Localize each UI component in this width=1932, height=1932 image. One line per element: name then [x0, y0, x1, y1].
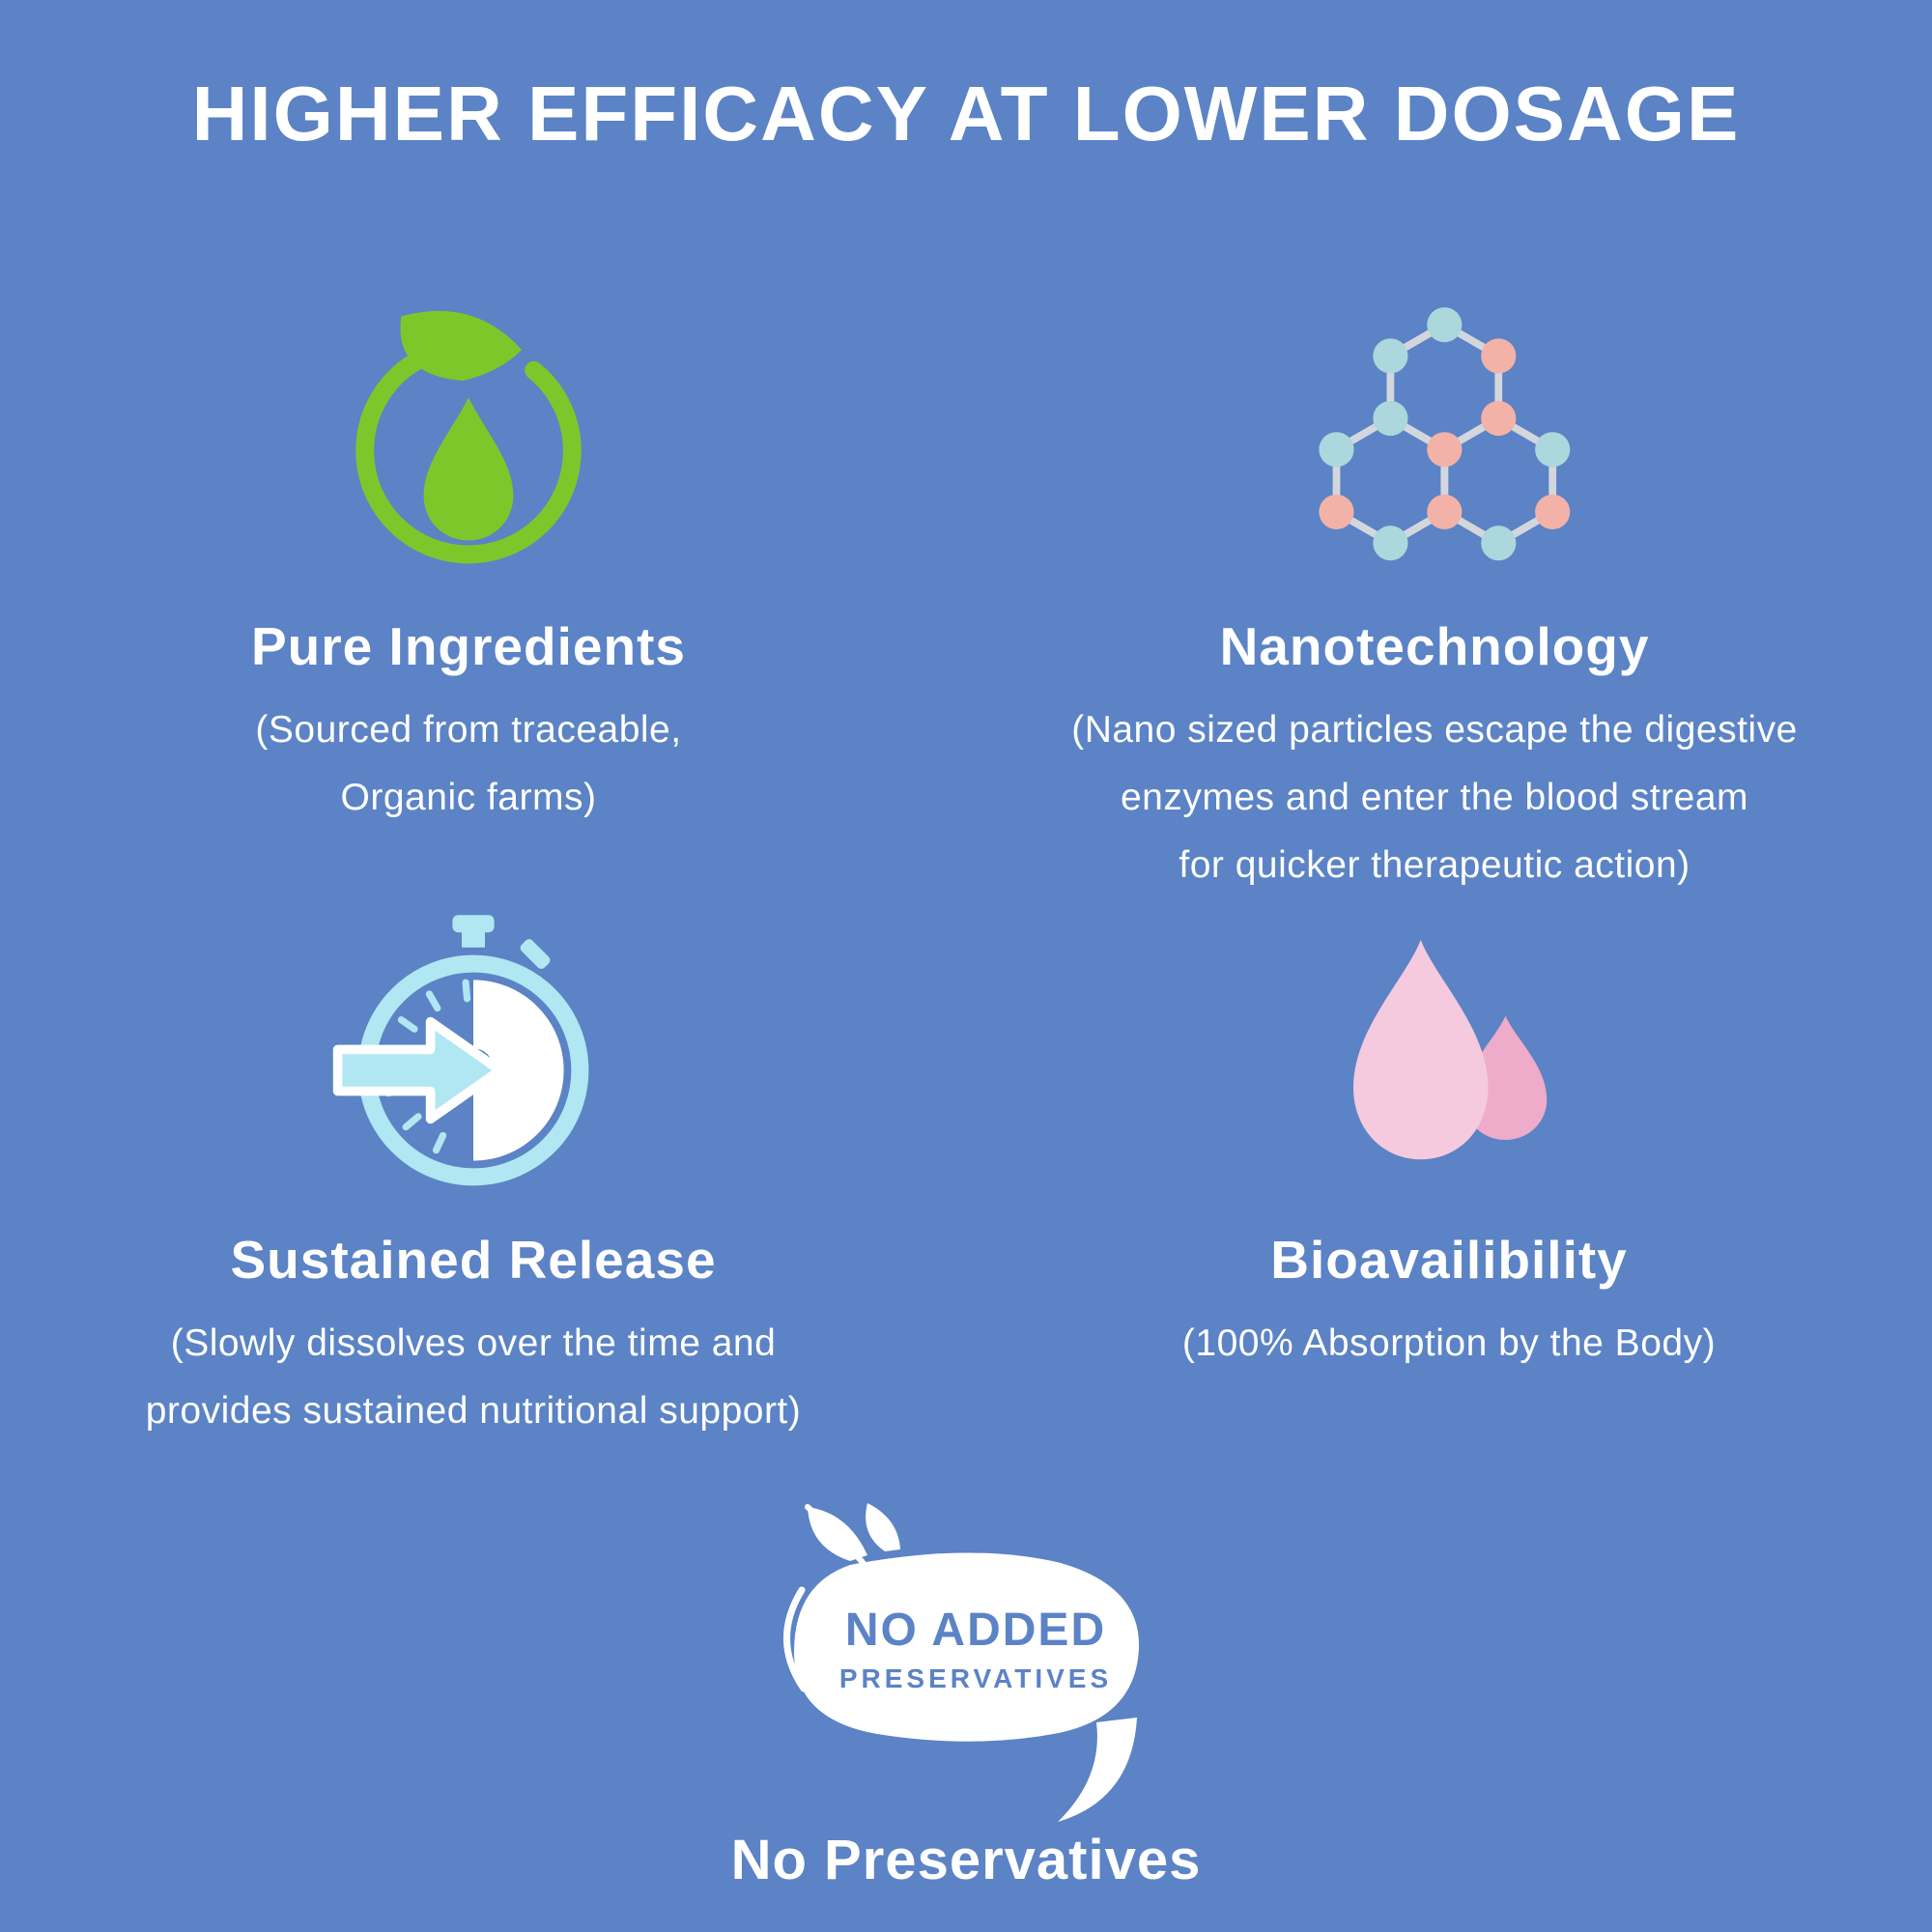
stopwatch-arrow-icon — [39, 898, 908, 1208]
feature-heading: Pure Ingredients — [251, 616, 686, 676]
feature-description: (Nano sized particles escape the digesti… — [1071, 709, 1798, 887]
feature-heading: Bioavailibility — [1270, 1230, 1628, 1290]
feature-bioavailability: Bioavailibility (100% Absorption by the … — [1014, 898, 1884, 1378]
feature-pure-ingredients: Pure Ingredients (Sourced from traceable… — [82, 285, 855, 832]
feature-nanotechnology: Nanotechnology (Nano sized particles esc… — [985, 285, 1884, 900]
feature-heading: Sustained Release — [230, 1230, 717, 1290]
leaf-circle-drop-icon — [82, 285, 855, 594]
page-title: HIGHER EFFICACY AT LOWER DOSAGE — [191, 71, 1741, 156]
badge-text-line2: PRESERVATIVES — [838, 1663, 1113, 1693]
feature-heading: Nanotechnology — [1219, 616, 1650, 676]
molecule-hexagon-icon — [985, 285, 1884, 594]
no-added-preservatives-badge-icon: NO ADDED PRESERVATIVES — [753, 1495, 1179, 1843]
feature-description: (Slowly dissolves over the time and prov… — [145, 1322, 802, 1433]
water-drops-icon — [1014, 898, 1884, 1208]
feature-description: (Sourced from traceable, Organic farms) — [255, 709, 682, 819]
badge-caption: No Preservatives — [730, 1829, 1202, 1891]
badge-text-line1: NO ADDED — [844, 1605, 1107, 1656]
feature-sustained-release: Sustained Release (Slowly dissolves over… — [39, 898, 908, 1445]
feature-description: (100% Absorption by the Body) — [1181, 1322, 1717, 1364]
